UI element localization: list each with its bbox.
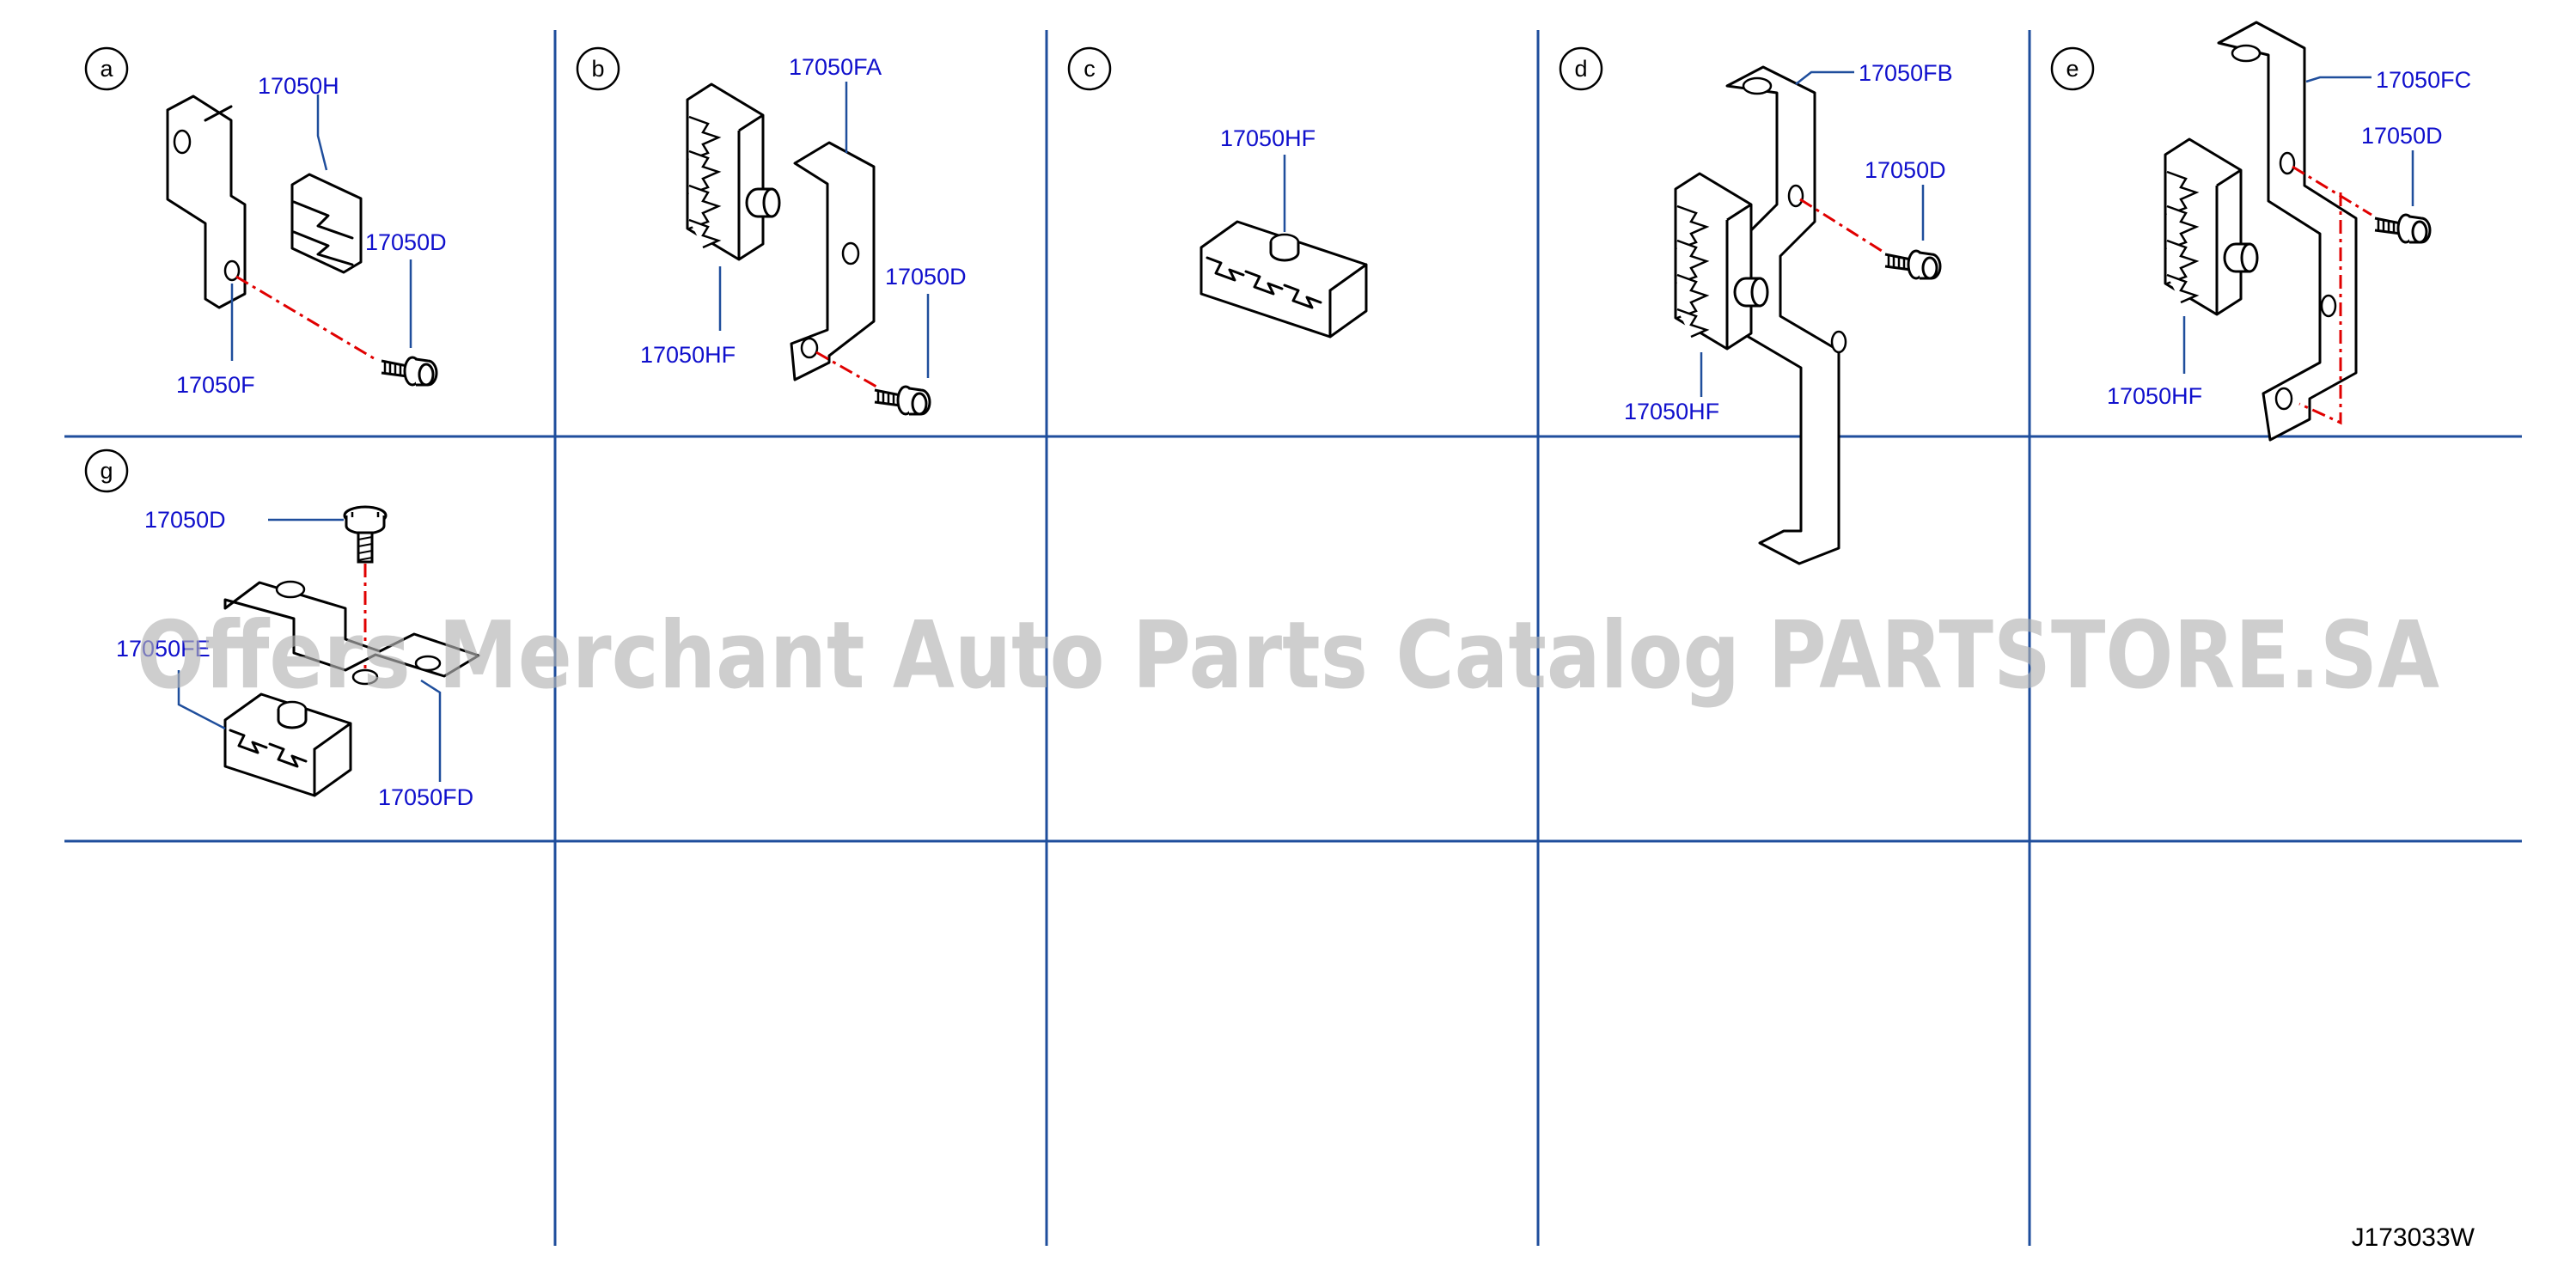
label-17050HF-d: 17050HF bbox=[1624, 399, 1719, 424]
cell-g: 17050D 17050FE 17050FD bbox=[116, 505, 480, 810]
cell-c-marker bbox=[1067, 46, 1112, 91]
cell-b: 17050FA 17050D 17050HF bbox=[640, 54, 967, 416]
label-17050D-e: 17050D bbox=[2361, 123, 2443, 149]
cell-a: 17050H 17050D 17050F bbox=[166, 73, 447, 398]
clip-17050FE bbox=[223, 692, 352, 797]
cell-d-marker bbox=[1559, 46, 1603, 91]
cell-e-letter: e bbox=[2066, 56, 2079, 82]
label-17050HF-b: 17050HF bbox=[640, 342, 736, 368]
cell-g-marker bbox=[84, 448, 129, 493]
clip-17050HF-c bbox=[1199, 220, 1368, 339]
cell-c-letter: c bbox=[1084, 56, 1096, 82]
label-17050D-g: 17050D bbox=[144, 507, 226, 533]
cell-e: 17050FC 17050D 17050HF bbox=[2107, 21, 2471, 442]
label-17050FB: 17050FB bbox=[1859, 60, 1953, 86]
clip-17050HF-e bbox=[2164, 137, 2259, 316]
label-17050HF-e: 17050HF bbox=[2107, 383, 2202, 409]
clip-17050H bbox=[290, 173, 363, 274]
bolt-17050D-e bbox=[2373, 213, 2432, 244]
label-17050D-d: 17050D bbox=[1865, 157, 1946, 183]
bracket-17050FA bbox=[790, 141, 876, 381]
label-17050HF-c: 17050HF bbox=[1220, 125, 1315, 151]
bracket-17050FD bbox=[223, 581, 480, 678]
cell-c: 17050HF bbox=[1199, 125, 1368, 339]
clip-17050HF-b bbox=[686, 82, 781, 261]
label-17050H: 17050H bbox=[258, 73, 339, 99]
bolt-17050D-b bbox=[873, 385, 931, 416]
bolt-17050D-d bbox=[1883, 249, 1942, 280]
cell-g-letter: g bbox=[100, 458, 113, 484]
bolt-17050D-a bbox=[380, 356, 438, 387]
label-17050FC: 17050FC bbox=[2376, 67, 2471, 93]
cell-a-letter: a bbox=[100, 56, 113, 82]
label-17050D-b: 17050D bbox=[885, 264, 967, 290]
bolt-17050D-g bbox=[343, 505, 388, 564]
label-17050FD: 17050FD bbox=[378, 784, 473, 810]
cell-letters: a b c d e g bbox=[84, 46, 2095, 493]
label-17050D-a: 17050D bbox=[365, 229, 447, 255]
label-17050F: 17050F bbox=[176, 372, 255, 398]
cell-a-marker bbox=[84, 46, 129, 91]
cell-d-letter: d bbox=[1574, 56, 1587, 82]
cell-e-marker bbox=[2050, 46, 2095, 91]
cell-d: 17050FB 17050D 17050HF bbox=[1624, 60, 1953, 565]
grid bbox=[64, 30, 2522, 1246]
diagram-code: J173033W bbox=[2352, 1223, 2475, 1252]
cell-b-letter: b bbox=[591, 56, 604, 82]
label-17050FA: 17050FA bbox=[789, 54, 882, 80]
label-17050FE: 17050FE bbox=[116, 636, 211, 662]
bracket-17050FC bbox=[2217, 21, 2358, 442]
watermark: Offers Merchant Auto Parts Catalog PARTS… bbox=[137, 602, 2439, 710]
cell-b-marker bbox=[576, 46, 620, 91]
